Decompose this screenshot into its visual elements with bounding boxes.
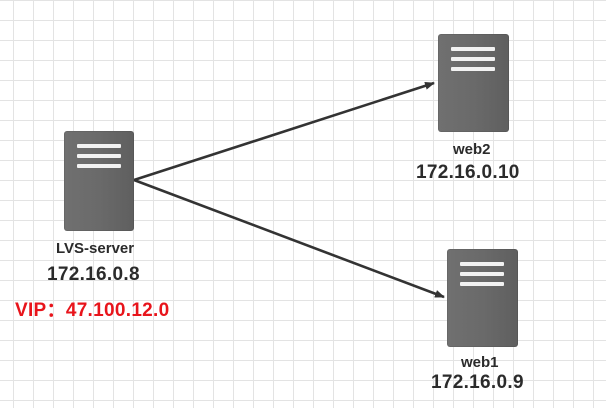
lvs-vip: VIP：47.100.12.0 <box>15 300 170 321</box>
server-slot-icon <box>460 272 504 276</box>
server-slot-icon <box>77 144 121 148</box>
web1-name: web1 <box>461 354 499 371</box>
web2-name: web2 <box>453 141 491 158</box>
edge-lvs-to-web2 <box>133 81 435 182</box>
lvs-server-ip: 172.16.0.8 <box>47 264 140 285</box>
server-slot-icon <box>77 164 121 168</box>
server-slot-icon <box>451 47 495 51</box>
edge-lvs-to-web1 <box>133 178 445 299</box>
lvs-server-icon <box>64 131 134 231</box>
server-slot-icon <box>451 57 495 61</box>
lvs-server-name: LVS-server <box>56 240 135 257</box>
web1-ip: 172.16.0.9 <box>431 372 524 393</box>
server-slot-icon <box>460 282 504 286</box>
server-slot-icon <box>460 262 504 266</box>
web1-server-icon <box>447 249 518 347</box>
web2-ip: 172.16.0.10 <box>416 162 520 183</box>
web2-server-icon <box>438 34 509 132</box>
server-slot-icon <box>77 154 121 158</box>
server-slot-icon <box>451 67 495 71</box>
